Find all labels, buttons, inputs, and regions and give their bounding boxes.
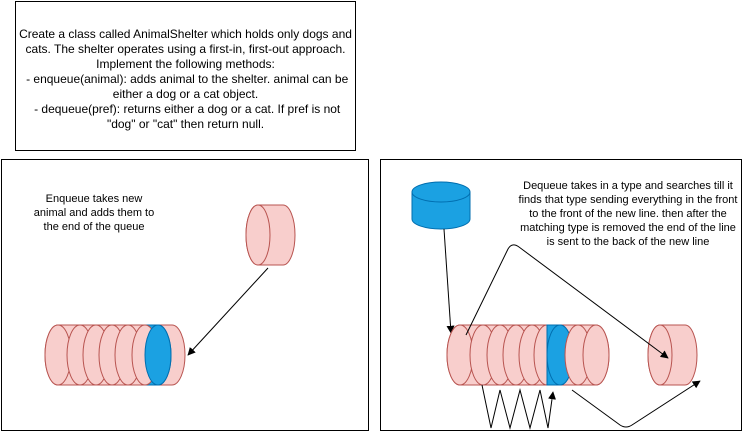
queue-animal (582, 324, 610, 386)
problem-line: either a dog or a cat object. (112, 87, 259, 101)
problem-line: Create a class called AnimalShelter whic… (19, 27, 352, 41)
problem-line: - enqueue(animal): adds animal to the sh… (22, 72, 349, 86)
search-zigzag (481, 384, 556, 430)
queue-animal (446, 324, 474, 386)
type-selector-cylinder (411, 181, 471, 230)
enqueue-panel (1, 159, 369, 431)
problem-line: Implement the following methods: (96, 57, 275, 71)
type-input-arrow (443, 228, 455, 334)
problem-statement-box (15, 1, 356, 151)
problem-statement-text: Create a class called AnimalShelter whic… (15, 27, 356, 132)
problem-line: - dequeue(pref): returns either a dog or… (30, 102, 341, 116)
new-line-animal (647, 324, 698, 386)
problem-line: "dog" or "cat" then return null. (106, 117, 265, 131)
enqueue-note: Enqueue takes new animal and adds them t… (33, 193, 155, 233)
animal-queue-right (446, 324, 610, 386)
problem-line: cats. The shelter operates using a first… (25, 42, 346, 56)
front-to-new-line-arrow (465, 244, 669, 359)
animal-queue-left (44, 324, 186, 386)
dequeue-note: Dequeue takes in a type and searches til… (518, 180, 738, 248)
enqueue-arrow (187, 267, 269, 356)
end-to-back-arrow (571, 380, 701, 428)
incoming-animal (245, 204, 296, 266)
